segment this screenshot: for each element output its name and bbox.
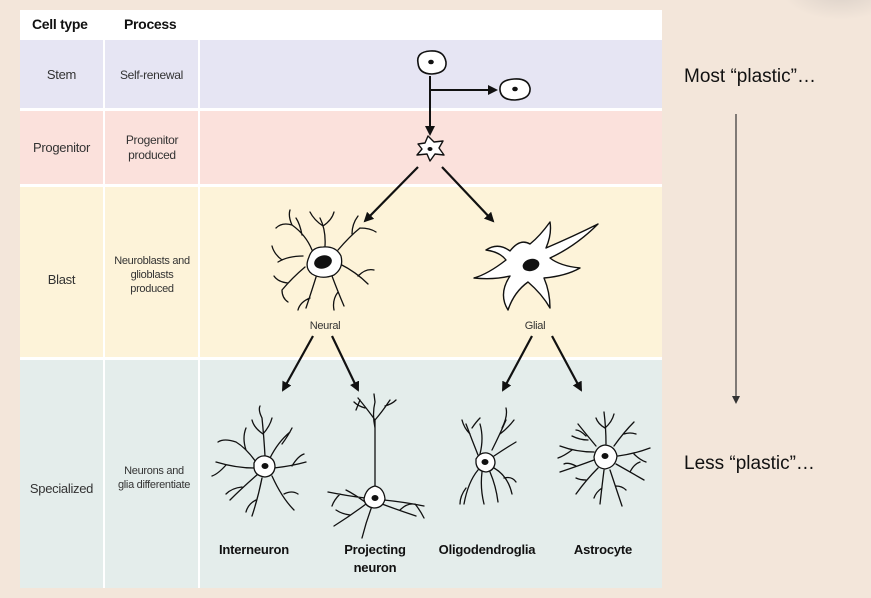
- header-cell-type: Cell type: [32, 16, 88, 32]
- cell-name-astrocyte: Astrocyte: [573, 542, 633, 557]
- plasticity-gradient-arrow: [732, 114, 740, 404]
- row-process-blast: Neuroblasts and glioblasts produced: [114, 255, 190, 295]
- row-stem-band: [20, 40, 662, 108]
- row-specialized-band: [20, 360, 662, 588]
- daughter-stem-cell-icon: [499, 78, 531, 101]
- row-process-progenitor: Progenitor produced: [125, 133, 179, 162]
- astrocyte-icon: [557, 411, 651, 507]
- lineage-diagram: [211, 50, 651, 539]
- background-glow: [781, 0, 871, 20]
- row-progenitor-band: [20, 111, 662, 184]
- projecting-neuron-icon: [327, 393, 425, 539]
- column-divider: [103, 40, 105, 588]
- oligodendroglia-icon: [459, 407, 517, 505]
- row-label-blast: Blast: [47, 272, 76, 287]
- to-oligodendroglia-arrow: [502, 335, 533, 392]
- to-interneuron-arrow: [282, 335, 314, 392]
- to-neuroblast-arrow: [363, 166, 419, 223]
- stem-cell-icon: [416, 50, 447, 75]
- row-process-stem: Self-renewal: [119, 68, 184, 82]
- interneuron-icon: [211, 405, 307, 517]
- row-label-stem: Stem: [46, 67, 77, 82]
- cell-differentiation-figure: Cell type Process Stem Self-renewal Prog…: [20, 10, 662, 588]
- cell-name-oligodendroglia: Oligodendroglia: [438, 542, 536, 557]
- header-process: Process: [124, 16, 177, 32]
- to-glioblast-arrow: [441, 166, 495, 223]
- cell-name-interneuron: Interneuron: [218, 542, 290, 557]
- glioblast-icon: [473, 221, 599, 311]
- self-renewal-arrow: [429, 76, 498, 95]
- less-plastic-label: Less “plastic”…: [684, 453, 815, 474]
- row-process-specialized: Neurons and glia differentiate: [117, 465, 191, 491]
- progenitor-cell-icon: [416, 135, 445, 162]
- row-label-progenitor: Progenitor: [33, 140, 90, 155]
- column-divider: [198, 40, 200, 588]
- cell-name-projecting-neuron: Projecting neuron: [344, 542, 406, 575]
- to-astrocyte-arrow: [551, 335, 582, 392]
- row-label-specialized: Specialized: [29, 481, 94, 496]
- most-plastic-label: Most “plastic”…: [684, 66, 816, 87]
- neuroblast-icon: [271, 209, 377, 311]
- to-projecting-neuron-arrow: [331, 335, 360, 392]
- neural-label: Neural: [309, 320, 341, 332]
- glial-label: Glial: [524, 320, 546, 332]
